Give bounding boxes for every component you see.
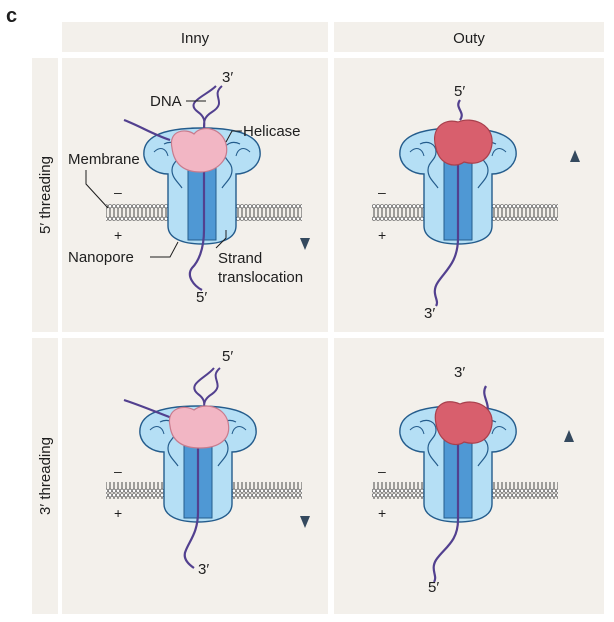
strand-callout-line (215, 230, 227, 249)
strand-end-top: 3′ (222, 69, 233, 86)
minus-sign: – (114, 463, 122, 479)
minus-sign: – (378, 184, 386, 200)
membrane-callout-line (85, 170, 109, 209)
row-header-bg-5prime (32, 58, 58, 332)
arrow-icon (570, 150, 580, 244)
helicase-callout-line (225, 130, 242, 143)
plus-sign: + (114, 505, 122, 521)
strand-end-top: 5′ (454, 83, 465, 100)
dna-strand (123, 398, 200, 569)
row-header-3prime-threading: 3′ threading (37, 437, 54, 515)
nanopore-callout-line (150, 241, 179, 258)
column-header-inny: Inny (181, 30, 210, 47)
panel-3prime-outy-diagram: – + 3′ 5′ (372, 364, 574, 596)
minus-sign: – (114, 184, 122, 200)
helicase-inny (170, 127, 228, 173)
minus-sign: – (378, 463, 386, 479)
column-header-bg-outy (334, 22, 604, 52)
strand-end-top: 5′ (222, 348, 233, 365)
dna-strand (123, 118, 206, 291)
strand-end-top: 3′ (454, 364, 465, 381)
helicase-inny (168, 405, 230, 449)
panel-5prime-outy-diagram: – + 5′ 3′ (372, 83, 580, 322)
helicase-outy (434, 119, 493, 166)
plus-sign: + (114, 227, 122, 243)
column-header-outy: Outy (453, 30, 485, 47)
strand-end-bottom: 3′ (424, 305, 435, 322)
strand-end-bottom: 5′ (428, 579, 439, 596)
strand-translocation-label-line1: Strand (218, 250, 262, 267)
dna-label: DNA (150, 93, 182, 110)
helicase-outy (434, 401, 493, 446)
helicase-label: Helicase (243, 123, 301, 140)
row-header-5prime-threading: 5′ threading (37, 156, 54, 234)
dna-strand (433, 99, 463, 307)
plus-sign: + (378, 227, 386, 243)
plus-sign: + (378, 505, 386, 521)
panel-5prime-inny-diagram: – + 3′ 5′ DNA Helicase Membrane Nanopore… (68, 69, 310, 306)
column-header-bg-inny (62, 22, 328, 52)
arrow-icon (300, 148, 310, 250)
membrane-label: Membrane (68, 151, 140, 168)
strand-translocation-label-line2: translocation (218, 269, 303, 286)
panel-3prime-inny-diagram: – + 5′ 3′ (106, 348, 310, 578)
panel-letter: c (6, 5, 17, 27)
arrow-icon (300, 428, 310, 528)
row-header-bg-3prime (32, 338, 58, 614)
strand-end-bottom: 5′ (196, 289, 207, 306)
strand-end-bottom: 3′ (198, 561, 209, 578)
arrow-icon (564, 430, 574, 524)
nanopore-label: Nanopore (68, 249, 134, 266)
